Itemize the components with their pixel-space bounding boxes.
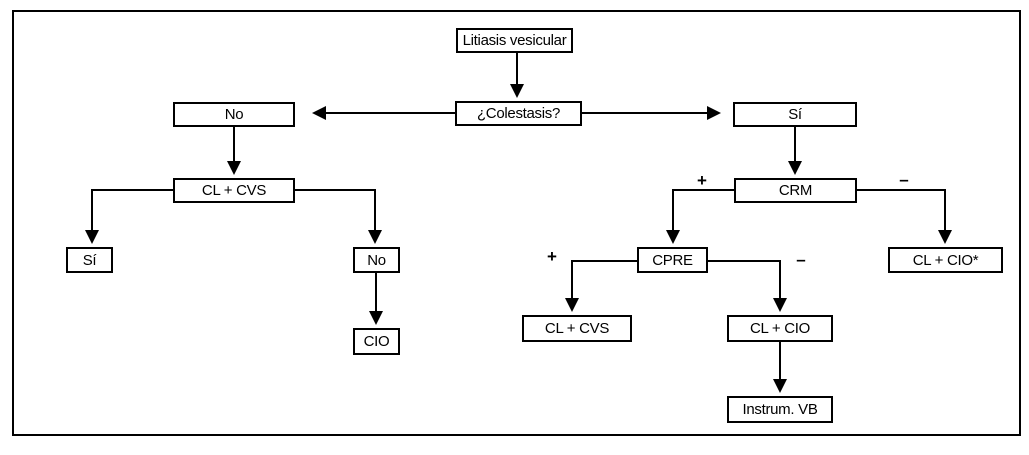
label-cpre-minus: –: [796, 250, 806, 269]
label-crm-minus: –: [899, 170, 909, 189]
node-cl-cio-star: CL + CIO*: [888, 247, 1003, 273]
node-cl-cvs-leaf: CL + CVS: [522, 315, 632, 342]
node-no-leaf: No: [353, 247, 400, 273]
arrow-cpre-to-clcio: [708, 260, 787, 312]
label-crm-plus: +: [697, 171, 707, 190]
node-cl-cio: CL + CIO: [727, 315, 833, 342]
node-si-branch: Sí: [733, 102, 857, 127]
arrow-cpre-to-clcvs-leaf: [565, 260, 637, 312]
node-instrum-vb: Instrum. VB: [727, 396, 833, 423]
arrow-crm-to-cpre: [666, 189, 734, 244]
node-no-branch: No: [173, 102, 295, 127]
arrow-clcvs-to-si-leaf: [85, 189, 173, 244]
node-colestasis: ¿Colestasis?: [455, 101, 582, 126]
diagram-border: [12, 10, 1021, 436]
node-si-leaf: Sí: [66, 247, 113, 273]
label-cpre-plus: +: [547, 247, 557, 266]
node-crm: CRM: [734, 178, 857, 203]
arrow-crm-to-clcio-star: [857, 189, 952, 244]
node-litiasis-vesicular: Litiasis vesicular: [456, 28, 573, 53]
node-cio: CIO: [353, 328, 400, 355]
arrow-clcvs-to-no-leaf: [295, 189, 382, 244]
node-cl-cvs: CL + CVS: [173, 178, 295, 203]
node-cpre: CPRE: [637, 247, 708, 273]
